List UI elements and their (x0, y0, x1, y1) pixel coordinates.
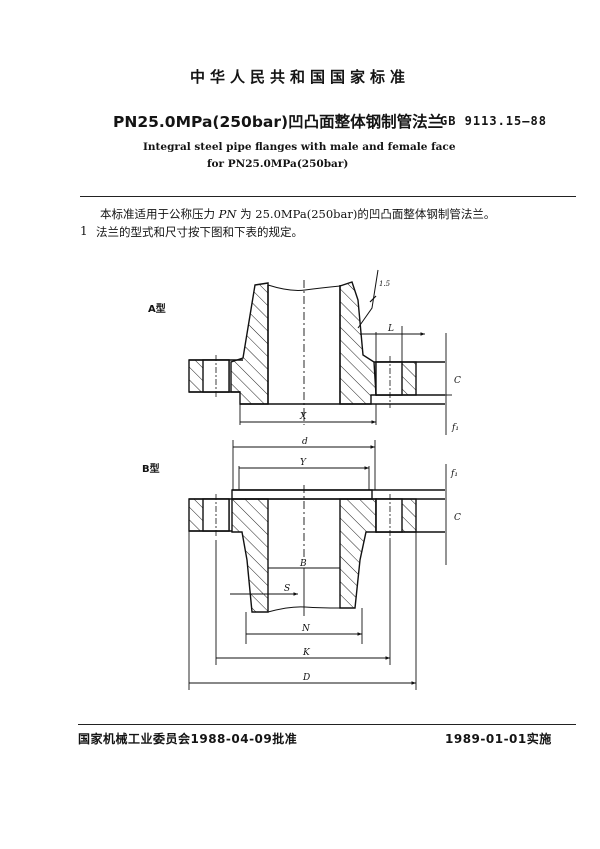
approval-note: 国家机械工业委员会1988-04-09批准 (78, 732, 298, 746)
type-b-dimensions (188, 440, 447, 690)
clause-number: 1 (80, 224, 88, 238)
scope-text-after: 为 25.0MPa(250bar)的凹凸面整体钢制管法兰。 (236, 207, 496, 221)
dim-label-N: N (301, 624, 311, 634)
document-title-en-line1: Integral steel pipe flanges with male an… (143, 141, 456, 153)
document-title-cn: PN25.0MPa(250bar)凹凸面整体钢制管法兰 (113, 113, 444, 131)
scope-text-before: 本标准适用于公称压力 (100, 207, 219, 221)
standard-code: GB 9113.15—88 (440, 114, 547, 128)
dim-label-f1-b: f₁ (450, 469, 458, 479)
type-a-dimensions (239, 326, 452, 435)
dim-label-C-b: C (454, 513, 461, 523)
effective-date: 1989-01-01实施 (445, 732, 552, 746)
dim-label-K: K (302, 648, 311, 658)
dim-label-L: L (387, 324, 394, 334)
dim-label-S: S (284, 584, 290, 594)
type-a-label: A型 (148, 304, 166, 315)
dim-label-d: d (302, 437, 308, 447)
scope-pn-symbol: PN (218, 207, 237, 221)
dim-label-f1-a: f₁ (451, 423, 459, 433)
dim-label-Y: Y (300, 458, 307, 468)
type-b-flange-section (188, 485, 445, 613)
clause-text: 法兰的型式和尺寸按下图和下表的规定。 (96, 225, 303, 239)
surface-finish-value: 1.5 (379, 280, 391, 288)
footer-divider (78, 724, 576, 725)
type-a-flange-section (188, 269, 445, 425)
type-b-label: B型 (142, 464, 160, 475)
dim-label-D: D (302, 673, 310, 683)
dim-label-X: X (299, 412, 307, 422)
dim-label-C-a: C (454, 376, 461, 386)
document-title-en-line2: for PN25.0MPa(250bar) (207, 158, 349, 170)
dim-label-B: B (299, 559, 307, 569)
header-divider (80, 196, 576, 197)
scope-paragraph: 本标准适用于公称压力 PN 为 25.0MPa(250bar)的凹凸面整体钢制管… (100, 206, 495, 222)
national-standard-heading: 中华人民共和国国家标准 (189, 68, 410, 86)
